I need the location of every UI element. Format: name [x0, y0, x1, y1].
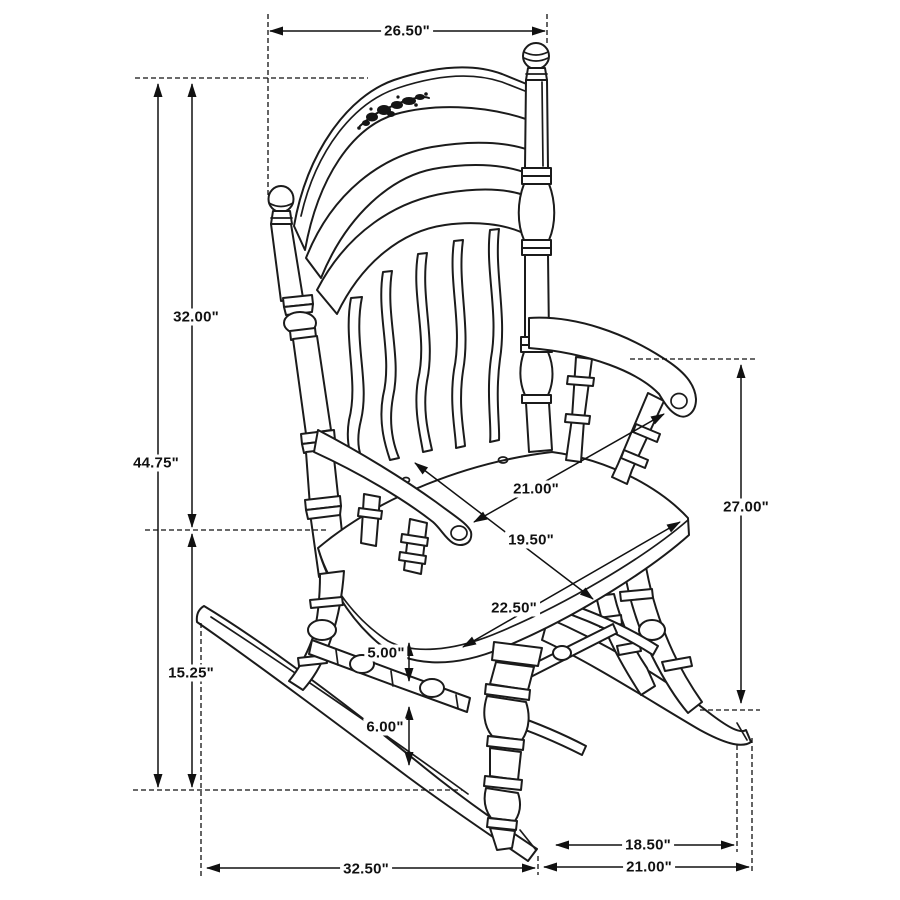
- arm-right-support-rear: [565, 356, 593, 463]
- finial-right: [522, 42, 550, 70]
- dim-arm-height-label: 27.00": [720, 498, 772, 516]
- dim-top-width-label: 26.50": [381, 22, 433, 40]
- dim-seat-depth-label: 19.50": [505, 531, 557, 549]
- dim-rocker-rear-run-label: 18.50": [622, 836, 674, 854]
- dim-overall-height-label: 44.75": [130, 454, 182, 472]
- dim-arm-span-label: 21.00": [510, 480, 562, 498]
- arm-left-support-rear: [360, 493, 381, 547]
- dim-stretcher-clearance-label: 6.00": [363, 718, 407, 736]
- back-spindles: [346, 228, 504, 471]
- dim-rocker-length-label: 32.50": [340, 860, 392, 878]
- dim-rocker-rear-overall-label: 21.00": [623, 858, 675, 876]
- dim-back-height-label: 32.00": [170, 308, 222, 326]
- arm-right-scroll: [670, 392, 688, 410]
- dim-seat-width-line: [462, 521, 681, 648]
- finial-left: [267, 185, 295, 213]
- floral-decal: [357, 92, 430, 130]
- arm-right-band: [528, 316, 697, 418]
- dim-rail-gap-label: 5.00": [364, 644, 408, 662]
- legs-left: [288, 570, 543, 851]
- dim-seat-height-label: 15.25": [165, 664, 217, 682]
- dim-seat-width-label: 22.50": [488, 599, 540, 617]
- extension-lines: [133, 14, 760, 876]
